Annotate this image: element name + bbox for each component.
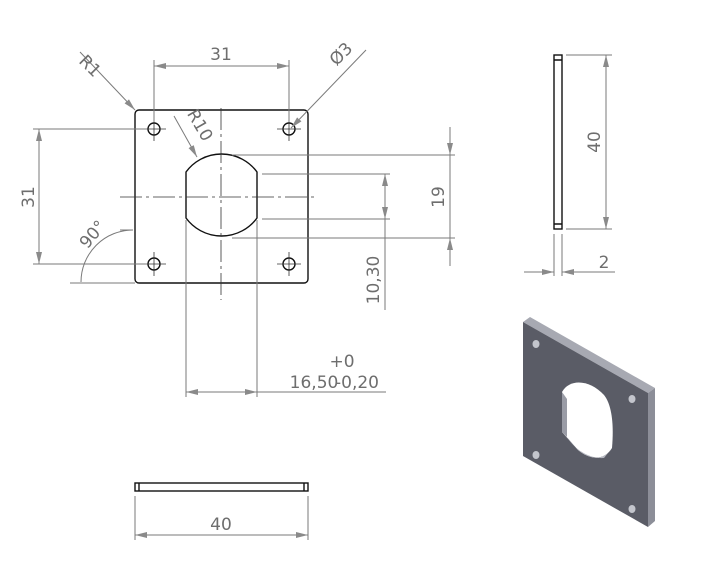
svg-text:10,30: 10,30 (364, 256, 384, 305)
svg-text:31: 31 (19, 186, 39, 208)
dim-corner-radius: R1 (74, 51, 136, 111)
svg-text:16,50: 16,50 (290, 373, 339, 393)
dim-hole-spacing-horizontal: 31 (153, 45, 290, 122)
svg-text:31: 31 (210, 45, 232, 65)
dim-hole-spacing-vertical: 31 (19, 128, 147, 265)
dim-hole-diameter: Ø3 (290, 39, 367, 129)
dim-opening-flat-offset: 10,30 (262, 173, 390, 310)
center-lines (120, 108, 315, 300)
plate-outline (134, 109, 309, 284)
svg-text:2: 2 (599, 253, 610, 273)
isometric-view (523, 317, 655, 527)
svg-text:-0,20: -0,20 (335, 373, 379, 393)
dim-side-height: 40 (566, 54, 612, 230)
svg-text:40: 40 (210, 515, 232, 535)
svg-text:40: 40 (585, 131, 605, 153)
svg-text:Ø3: Ø3 (326, 39, 357, 70)
dim-side-thickness: 2 (524, 234, 615, 276)
side-view (553, 54, 563, 230)
dim-opening-height: 19 (232, 127, 455, 266)
svg-text:19: 19 (429, 186, 449, 208)
dim-opening-width: 16,50 +0 -0,20 (185, 220, 386, 397)
central-opening (185, 153, 258, 237)
top-view (134, 482, 309, 492)
svg-text:R1: R1 (74, 51, 104, 81)
dim-top-width: 40 (134, 496, 309, 540)
mounting-holes (142, 117, 301, 276)
dim-angle: 90° (70, 217, 135, 284)
svg-text:90°: 90° (76, 217, 111, 253)
svg-text:+0: +0 (329, 352, 354, 372)
front-view (120, 108, 315, 300)
dim-opening-radius: R10 (173, 106, 216, 158)
